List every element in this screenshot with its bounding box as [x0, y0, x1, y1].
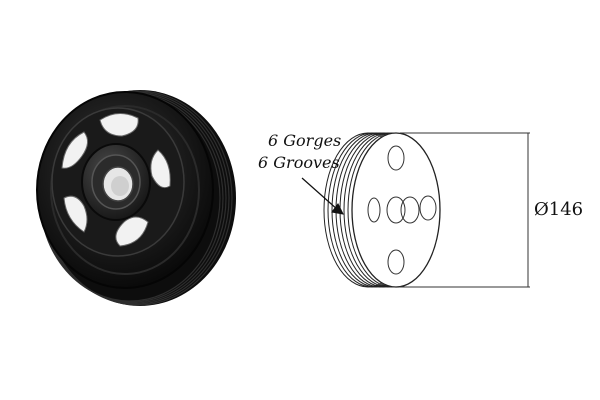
pulley-photo [36, 90, 236, 306]
groove-arrow [301, 177, 344, 215]
grooves-label-en: 6 Grooves [258, 153, 340, 172]
grooves-label-fr: 6 Gorges [268, 131, 341, 150]
face-holes [367, 145, 437, 275]
diameter-label: Ø146 [534, 199, 583, 220]
diameter-dimension-lines [400, 132, 530, 288]
pulley-drawing [301, 132, 530, 288]
spoke-windows [61, 113, 171, 247]
